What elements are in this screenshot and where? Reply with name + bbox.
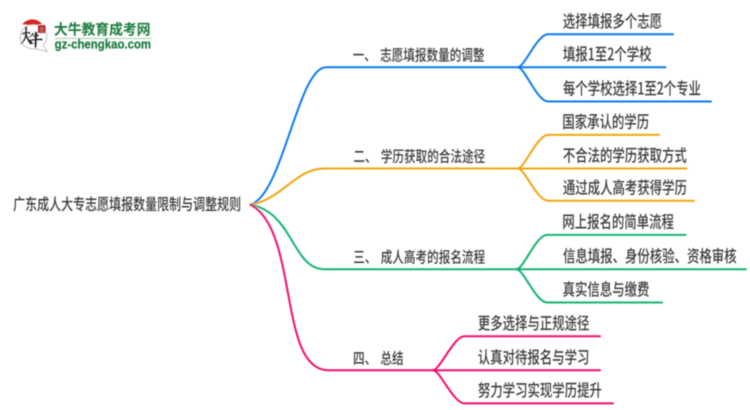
svg-text:gz-chengkao.com: gz-chengkao.com <box>55 38 152 52</box>
